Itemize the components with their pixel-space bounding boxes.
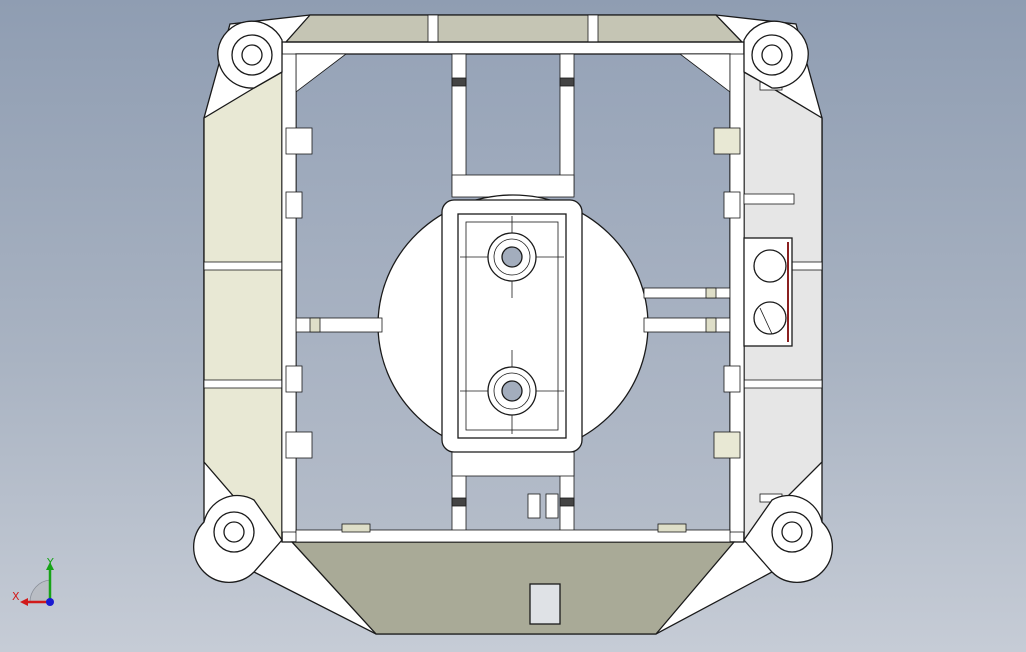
arm-right-lower [643,317,731,333]
boss-top-hole [501,246,523,268]
right-stud-2 [723,191,741,219]
arm-band-right [559,77,575,87]
side-panel-left [203,70,283,542]
bottom-tab-right [657,523,687,533]
connector-port-upper [753,249,787,283]
lower-band-left [451,497,467,507]
left-wall-rail [281,53,297,533]
boss-bottom-hole [501,380,523,402]
connector-port-mark [759,307,773,335]
right-stud-1 [713,127,741,155]
arm-right-upper [643,287,731,299]
top-rib-left [427,14,439,43]
left-stud-4 [285,431,313,459]
left-slot-upper [203,261,283,271]
triad-y-label: Y [46,556,54,569]
bottom-rail [295,529,731,543]
front-panel-window [529,583,561,625]
triad-plane [29,579,51,603]
arm-band-left [451,77,467,87]
bottom-tab-left [341,523,371,533]
lower-arm-bridge [451,451,575,477]
arm-right-tip-upper [705,287,717,299]
upper-arm-bridge [451,174,575,198]
right-stud-3 [723,365,741,393]
arm-right-tip-lower [705,317,717,333]
right-tab [743,193,795,205]
lower-block-left [527,493,541,519]
left-stud-2 [285,191,303,219]
mount-ear-bottom-right [743,494,833,583]
upper-arm-right [559,53,575,195]
top-rib-right [587,14,599,43]
triad-x-label: X [12,590,20,603]
axis-triad: Y X [12,556,54,606]
mount-ear-top-left [217,20,283,89]
right-stud-4 [713,431,741,459]
left-stud-1 [285,127,313,155]
triad-x-arrow [20,598,28,606]
left-slot-lower [203,379,283,389]
connector-port-lower [753,301,787,335]
triad-y-arrow [46,562,54,570]
upper-arm-left [451,53,467,195]
mount-ear-top-right [743,20,809,89]
arm-left [295,317,383,333]
mount-ear-bottom-left [193,494,283,583]
top-panel [284,14,744,43]
right-slot-lower [743,379,823,389]
left-stud-3 [285,365,303,393]
right-wall-rail [729,53,745,533]
triad-z-axis [46,598,54,606]
lower-band-right [559,497,575,507]
arm-left-tip [309,317,321,333]
lower-block-right [545,493,559,519]
